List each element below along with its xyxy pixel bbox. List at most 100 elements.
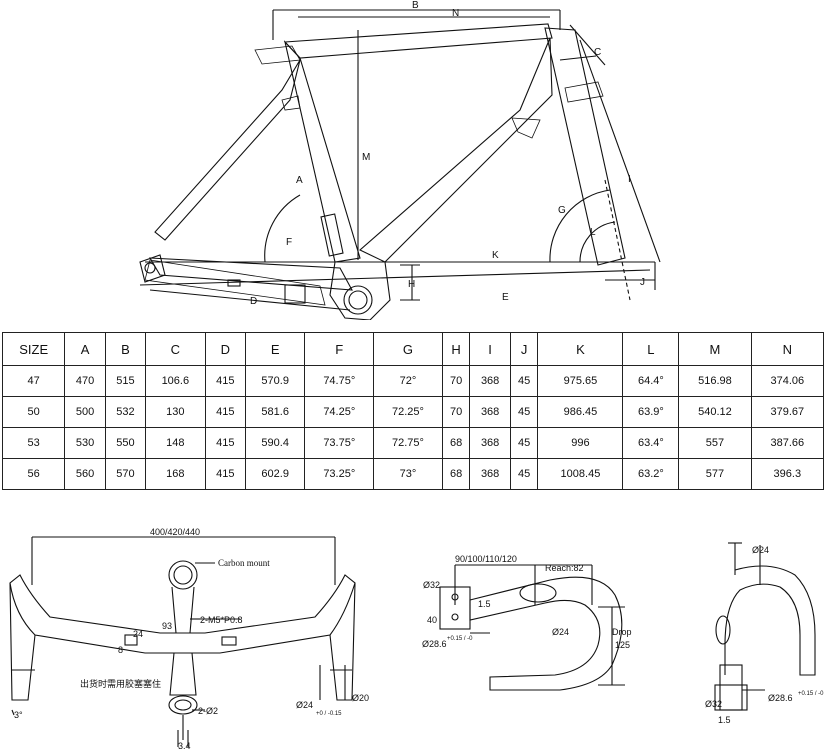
table-cell: 570.9 <box>244 365 306 397</box>
table-cell: 45 <box>509 365 539 397</box>
table-cell: 68 <box>441 458 471 490</box>
table-cell: 570 <box>104 458 147 490</box>
table-cell: 470 <box>64 365 106 397</box>
table-header-b: B <box>104 332 147 366</box>
table-cell: 986.45 <box>537 396 624 428</box>
table-cell: 590.4 <box>244 427 306 459</box>
table-cell: 975.65 <box>537 365 624 397</box>
table-cell: 540.12 <box>678 396 752 428</box>
table-cell: 368 <box>469 458 511 490</box>
table-cell: 53 <box>1 427 66 459</box>
table-cell: 73° <box>373 458 443 490</box>
label-E: E <box>502 292 509 303</box>
table-header-a: A <box>64 332 106 366</box>
table-cell: 581.6 <box>244 396 306 428</box>
table-cell: 45 <box>509 458 539 490</box>
rear-dia-286-label: Ø28.6 <box>768 693 793 703</box>
table-cell: 63.9° <box>622 396 680 428</box>
table-cell: 577 <box>678 458 752 490</box>
angle-3-label: 3° <box>14 710 23 720</box>
table-cell: 532 <box>104 396 147 428</box>
table-header-e: E <box>244 332 306 366</box>
table-cell: 368 <box>469 365 511 397</box>
table-cell: 106.6 <box>145 365 206 397</box>
rear-dia-32-label: Ø32 <box>705 699 722 709</box>
table-cell: 72° <box>373 365 443 397</box>
table-cell: 73.75° <box>304 427 375 459</box>
table-header-size: SIZE <box>1 332 66 366</box>
bolt-spec-label: 2-M5*P0.8 <box>200 615 243 625</box>
table-cell: 45 <box>509 396 539 428</box>
table-header-d: D <box>204 332 246 366</box>
label-I: I <box>628 174 631 185</box>
table-cell: 374.06 <box>750 365 825 397</box>
table-cell: 500 <box>64 396 106 428</box>
table-cell: 72.75° <box>373 427 443 459</box>
table-cell: 379.67 <box>750 396 825 428</box>
label-M: M <box>362 152 370 163</box>
table-cell: 63.4° <box>622 427 680 459</box>
label-B: B <box>412 0 419 11</box>
table-cell: 64.4° <box>622 365 680 397</box>
carbon-mount-label: Carbon mount <box>218 558 270 568</box>
table-cell: 74.75° <box>304 365 375 397</box>
dim-24-label: 24 <box>133 629 143 639</box>
table-cell: 50 <box>1 396 66 428</box>
note-cn-label: 出货时需用胶塞塞住 <box>80 678 161 689</box>
label-L: L <box>590 227 596 238</box>
label-K: K <box>492 250 499 261</box>
table-cell: 45 <box>509 427 539 459</box>
table-cell: 516.98 <box>678 365 752 397</box>
table-cell: 47 <box>1 365 66 397</box>
table-cell: 415 <box>204 427 246 459</box>
table-cell: 530 <box>64 427 106 459</box>
handlebar-width-label: 400/420/440 <box>150 527 200 537</box>
drop-value-label: 125 <box>615 640 630 650</box>
table-cell: 387.66 <box>750 427 825 459</box>
table-cell: 74.25° <box>304 396 375 428</box>
table-cell: 70 <box>441 396 471 428</box>
table-cell: 560 <box>64 458 106 490</box>
table-cell: 70 <box>441 365 471 397</box>
table-header-m: M <box>678 332 752 366</box>
rear-dim-15-label: 1.5 <box>718 715 731 725</box>
table-cell: 515 <box>104 365 147 397</box>
dim-8-label: 8 <box>118 645 123 655</box>
dia-24-tol-label: +0 / -0.15 <box>316 711 342 717</box>
stem-lengths-label: 90/100/110/120 <box>455 554 517 564</box>
side-dia-24-label: Ø24 <box>552 627 569 637</box>
dim-34-label: 3.4 <box>178 741 191 750</box>
table-header-n: N <box>750 332 825 366</box>
table-header-f: F <box>304 332 375 366</box>
table-cell: 73.25° <box>304 458 375 490</box>
table-cell: 557 <box>678 427 752 459</box>
rear-dia-24-label: Ø24 <box>752 545 769 555</box>
drop-label: Drop <box>612 627 632 637</box>
table-cell: 1008.45 <box>537 458 624 490</box>
label-C: C <box>594 47 601 58</box>
label-G: G <box>558 205 566 216</box>
table-cell: 550 <box>104 427 147 459</box>
side-dim-40-label: 40 <box>427 615 437 625</box>
dia-24-label: Ø24 <box>296 700 313 710</box>
table-cell: 602.9 <box>244 458 306 490</box>
side-dia-286-tol-label: +0.15 / -0 <box>447 636 473 642</box>
reach-label: Reach:82 <box>545 563 584 573</box>
table-cell: 130 <box>145 396 206 428</box>
hole-spec-label: 2-Ø2 <box>198 706 218 716</box>
table-cell: 168 <box>145 458 206 490</box>
table-cell: 72.25° <box>373 396 443 428</box>
table-header-g: G <box>373 332 443 366</box>
label-D: D <box>250 296 257 307</box>
dia-20-label: Ø20 <box>352 693 369 703</box>
handlebar-drawings: 400/420/440 Carbon mount 2-M5*P0.8 93 24… <box>9 527 824 750</box>
label-A: A <box>296 175 303 186</box>
label-F: F <box>286 237 292 248</box>
frame-geometry-drawing: B N C M A I G L F K H J E D <box>139 0 661 320</box>
table-cell: 396.3 <box>750 458 825 490</box>
table-cell: 68 <box>441 427 471 459</box>
